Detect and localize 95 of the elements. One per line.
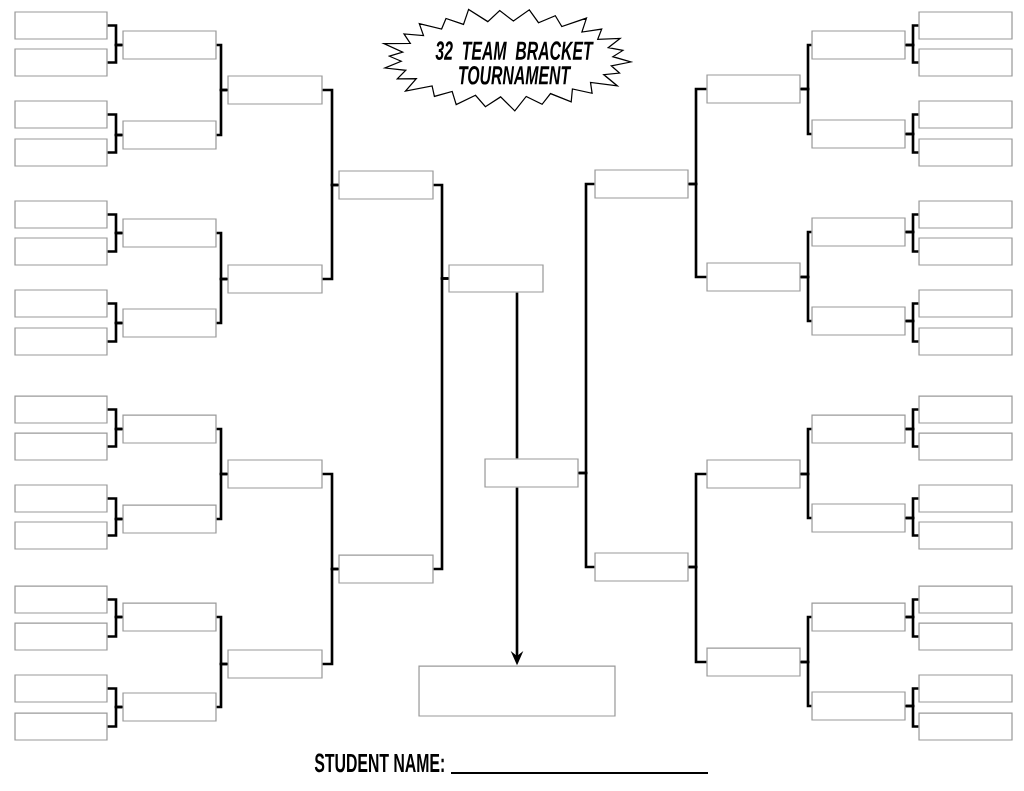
answer-box — [122, 308, 217, 338]
answer-box — [918, 622, 1013, 651]
answer-box — [918, 237, 1013, 266]
answer-box — [14, 395, 108, 424]
answer-box — [706, 262, 801, 292]
bracket-line — [905, 43, 919, 64]
answer-box — [14, 484, 108, 513]
answer-box — [706, 647, 801, 677]
answer-box — [918, 200, 1013, 229]
answer-box — [14, 289, 108, 318]
answer-box — [338, 554, 434, 584]
answer-box — [14, 48, 108, 77]
answer-box — [122, 692, 217, 722]
bracket-line — [107, 43, 123, 64]
answer-box — [122, 414, 217, 444]
answer-box — [918, 138, 1013, 167]
bracket-line — [800, 275, 812, 323]
bracket-line — [216, 88, 228, 137]
answer-box — [594, 552, 689, 582]
bracket-line — [216, 277, 228, 325]
bracket-line — [905, 427, 919, 448]
bracket-line — [905, 615, 919, 638]
answer-box — [594, 169, 689, 199]
answer-box — [122, 602, 217, 632]
answer-box — [227, 459, 323, 489]
bracket-line — [578, 471, 595, 569]
answer-box — [918, 100, 1013, 129]
answer-box — [811, 30, 906, 60]
bracket-line — [905, 230, 919, 253]
answer-box — [227, 264, 323, 294]
answer-box — [338, 170, 434, 200]
answer-box — [418, 665, 616, 717]
bracket-line — [107, 231, 123, 253]
answer-box — [14, 674, 108, 703]
bracket-line — [107, 517, 123, 537]
answer-box — [122, 120, 217, 150]
bracket-line — [107, 133, 123, 154]
answer-box — [14, 11, 108, 40]
answer-box — [918, 289, 1013, 318]
answer-box — [706, 459, 801, 489]
answer-box — [918, 712, 1013, 741]
answer-box — [14, 432, 108, 461]
answer-box — [811, 119, 906, 149]
answer-box — [918, 585, 1013, 614]
bracket-line — [905, 516, 919, 537]
answer-box — [448, 264, 544, 293]
bracket-line — [433, 277, 449, 571]
bracket-line — [688, 565, 707, 664]
bracket-line — [322, 183, 339, 281]
answer-box — [706, 74, 801, 104]
answer-box — [811, 414, 906, 444]
answer-box — [918, 484, 1013, 513]
answer-box — [811, 602, 906, 632]
answer-box — [484, 458, 579, 488]
bracket-line — [800, 472, 812, 520]
bracket-line — [905, 704, 919, 728]
answer-box — [227, 649, 323, 679]
answer-box — [14, 585, 108, 614]
answer-box — [918, 11, 1013, 40]
answer-box — [14, 622, 108, 651]
answer-box — [227, 75, 323, 105]
answer-box — [14, 237, 108, 266]
answer-box — [918, 48, 1013, 77]
answer-box — [918, 521, 1013, 550]
answer-box — [122, 504, 217, 534]
answer-box — [918, 327, 1013, 356]
answer-box — [122, 30, 217, 60]
answer-box — [811, 306, 906, 336]
answer-box — [811, 503, 906, 533]
bracket-line — [688, 182, 707, 279]
bracket-line — [107, 615, 123, 638]
bracket-line — [216, 662, 228, 709]
field-label: STUDENT NAME: — [314, 753, 444, 773]
connector-line — [515, 292, 519, 459]
bracket-line — [800, 660, 812, 708]
answer-box — [14, 521, 108, 550]
bracket-line — [107, 705, 123, 728]
answer-box — [918, 432, 1013, 461]
answer-box — [14, 138, 108, 167]
answer-box — [918, 674, 1013, 703]
bracket-line — [107, 427, 123, 448]
bracket-line — [216, 472, 228, 521]
bracket-line — [322, 567, 339, 666]
answer-box — [14, 712, 108, 741]
answer-box — [811, 217, 906, 247]
bracket-line — [905, 132, 919, 154]
answer-box — [14, 200, 108, 229]
answer-box — [811, 691, 906, 721]
bracket-line — [800, 87, 812, 136]
answer-box — [122, 218, 217, 248]
bracket-line — [107, 321, 123, 343]
answer-box — [14, 327, 108, 356]
bracket-line — [905, 319, 919, 343]
answer-box — [14, 100, 108, 129]
answer-box — [918, 395, 1013, 424]
